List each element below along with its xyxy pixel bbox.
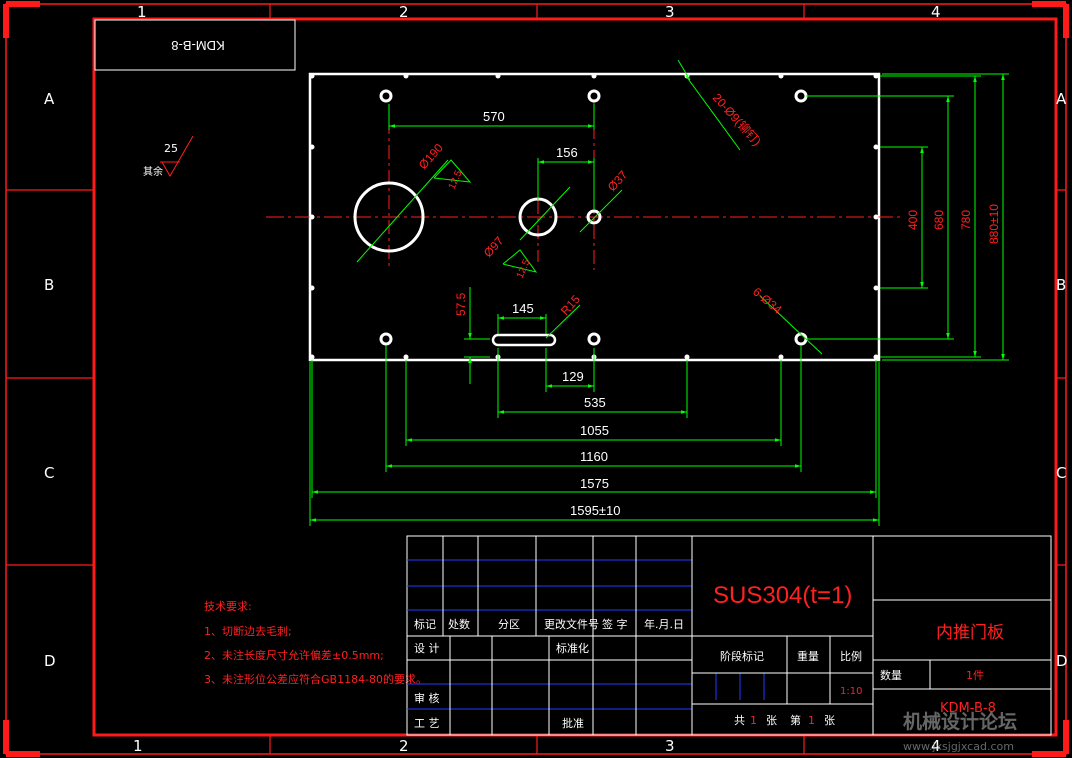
zone-col-3-bottom: 3 <box>665 737 675 755</box>
zone-row-c-left: C <box>44 464 54 482</box>
zone-row-c-right: C <box>1056 464 1066 482</box>
dim-156: 156 <box>556 145 578 160</box>
part-outline <box>266 72 900 362</box>
dim-1575: 1575 <box>580 476 609 491</box>
dim-1160: 1160 <box>580 449 608 464</box>
dim-1595: 1595±10 <box>570 503 621 518</box>
technical-notes: 技术要求: 1、切断边去毛刺; 2、未注长度尺寸允许偏差±0.5mm; 3、未注… <box>204 600 427 686</box>
zone-row-a-right: A <box>1056 90 1067 108</box>
dim-880: 880±10 <box>987 204 1001 244</box>
rev-col-mark: 标记 <box>414 617 436 631</box>
dim-145: 145 <box>512 301 534 316</box>
dim-r15: R15 <box>558 292 583 318</box>
zone-row-b-left: B <box>44 276 54 294</box>
dim-6-holes: 6-Ø34 <box>750 285 785 317</box>
zone-row-d-left: D <box>44 652 56 670</box>
dim-129: 129 <box>562 369 584 384</box>
watermark-line1: 机械设计论坛 <box>903 710 1017 733</box>
qty-value: 1件 <box>966 669 984 682</box>
approve-label: 批准 <box>562 716 584 730</box>
material-spec: SUS304(t=1) <box>713 582 852 609</box>
roughness-symbol: 25 其余 <box>143 135 194 178</box>
hole-190 <box>353 181 425 253</box>
rev-col-file: 更改文件号 <box>544 617 599 631</box>
sheet-unit2: 张 <box>824 714 835 727</box>
zone-labels: 1 2 3 4 1 2 3 4 A B C D A B C D <box>44 3 1068 755</box>
drawing-code-box: KDM-B-8 <box>94 19 296 71</box>
role-review: 审 核 <box>414 691 440 705</box>
zone-col-4-top: 4 <box>931 3 941 21</box>
stage-mark-label: 阶段标记 <box>720 649 764 663</box>
zone-col-4-bottom: 4 <box>931 737 941 755</box>
note-1: 1、切断边去毛刺; <box>204 624 292 638</box>
dim-400: 400 <box>906 210 920 230</box>
zone-col-1-bottom: 1 <box>133 737 143 755</box>
rev-col-count: 处数 <box>448 618 470 631</box>
notes-heading: 技术要求: <box>204 600 252 613</box>
qty-label: 数量 <box>880 669 902 682</box>
dimension-lines <box>309 59 1009 526</box>
roughness-hole-190: 12.5 <box>447 169 465 192</box>
drawing-code-upside-down: KDM-B-8 <box>171 38 224 53</box>
note-2: 2、未注长度尺寸允许偏差±0.5mm; <box>204 648 384 662</box>
roughness-hole-97: 12.5 <box>515 258 533 281</box>
dim-hole-97: Ø97 <box>481 234 507 260</box>
note-3: 3、未注形位公差应符合GB1184-80的要求。 <box>204 672 427 686</box>
role-design: 设 计 <box>414 642 440 655</box>
weight-label: 重量 <box>797 649 819 663</box>
rev-col-zone: 分区 <box>498 618 520 631</box>
dim-535: 535 <box>584 395 606 410</box>
slot-r15 <box>491 333 557 347</box>
title-block: 标记 处数 分区 更改文件号 签 字 年.月.日 设 计 审 核 工 艺 标准化… <box>406 535 1052 736</box>
sheets-total: 1 <box>750 714 757 727</box>
dimension-labels: 570 156 145 129 535 1055 1160 1575 1595±… <box>416 90 1001 518</box>
watermark: 机械设计论坛 www.jxsjgjxcad.com <box>903 710 1017 753</box>
dim-680: 680 <box>932 210 946 230</box>
sheets-total-label: 共 <box>734 714 745 727</box>
role-process: 工 艺 <box>414 717 440 730</box>
roughness-label: 其余 <box>143 165 163 178</box>
rev-col-sign: 签 字 <box>602 617 628 631</box>
scale-label: 比例 <box>840 649 862 663</box>
sheets-unit: 张 <box>766 714 777 727</box>
dim-hole-37: Ø37 <box>605 168 631 194</box>
zone-row-b-right: B <box>1056 276 1066 294</box>
zone-col-2-bottom: 2 <box>399 737 409 755</box>
sheet-no: 1 <box>808 714 815 727</box>
hole-37 <box>586 209 602 225</box>
title-block-code: KDM-B-8 <box>940 701 996 716</box>
sheet-frame <box>3 1 1069 757</box>
standardize-label: 标准化 <box>556 641 589 655</box>
zone-col-1-top: 1 <box>137 3 147 21</box>
rev-col-date: 年.月.日 <box>644 617 684 631</box>
part-name: 内推门板 <box>936 623 1004 643</box>
zone-row-a-left: A <box>44 90 55 108</box>
sheet-no-label: 第 <box>790 713 801 727</box>
zone-col-3-top: 3 <box>665 3 675 21</box>
zone-col-2-top: 2 <box>399 3 409 21</box>
watermark-line2: www.jxsjgjxcad.com <box>903 740 1014 753</box>
roughness-value: 25 <box>164 142 178 155</box>
dim-1055: 1055 <box>580 423 609 438</box>
dim-57-5: 57.5 <box>454 292 468 316</box>
dim-780: 780 <box>959 210 973 230</box>
scale-value: 1:10 <box>840 686 862 697</box>
zone-row-d-right: D <box>1056 652 1068 670</box>
dim-570: 570 <box>483 109 505 124</box>
